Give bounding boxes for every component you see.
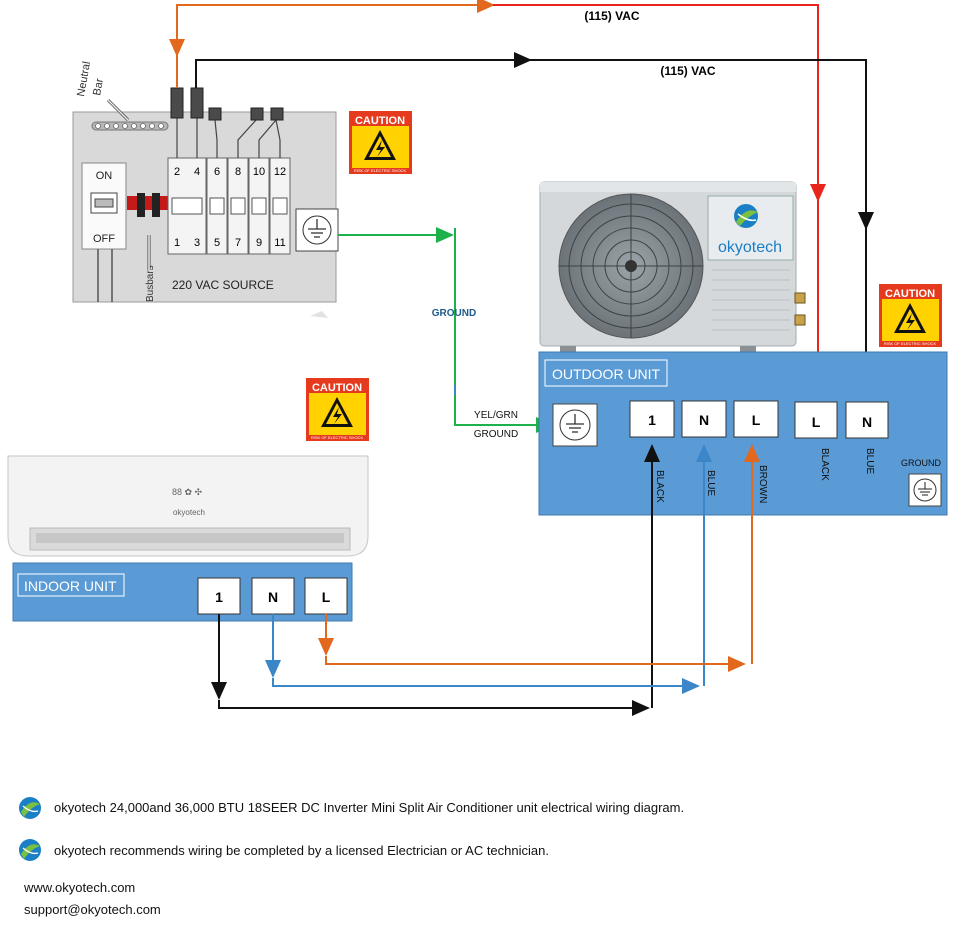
breakers: 2 4 6 8 10 12 1 3 5 7 9 11 <box>167 157 291 255</box>
svg-text:N: N <box>699 412 709 428</box>
busbars-label: Busbars <box>145 265 156 302</box>
ground-label-2: GROUND <box>474 429 518 440</box>
outdoor-terminal-n: N <box>681 400 727 438</box>
indoor-terminal-n: N <box>251 577 295 615</box>
outdoor-brand: okyotech <box>718 239 782 256</box>
indoor-unit-image: 88 ✿ ✣ okyotech <box>7 455 369 557</box>
caution-title-outdoor: CAUTION <box>885 288 935 300</box>
electrical-panel: Neutral Bar ON OFF Busbars <box>72 61 339 318</box>
breaker-bottom-3: 3 <box>194 237 200 249</box>
wire-l1-orange <box>176 0 495 88</box>
interconnect-wires <box>211 444 760 716</box>
caution-title: CAUTION <box>355 115 405 127</box>
indoor-brand: okyotech <box>173 508 205 517</box>
outdoor-terminal-1: 1 <box>629 400 675 438</box>
on-label: ON <box>96 170 113 182</box>
breaker-top-4: 4 <box>194 166 200 178</box>
outdoor-terminal-l: L <box>733 400 779 438</box>
breaker-bottom-7: 7 <box>235 237 241 249</box>
breaker-bottom-1: 1 <box>174 237 180 249</box>
outdoor-ground-label: GROUND <box>901 458 941 468</box>
ground-wire: GROUND YEL/GRN GROUND <box>338 227 554 440</box>
outdoor-unit-image: okyotech <box>539 181 806 352</box>
caution-subtitle: RISK OF ELECTRIC SHOCK <box>354 168 407 173</box>
caution-sign-indoor: CAUTION RISK OF ELECTRIC SHOCK <box>306 378 369 441</box>
breaker-top-2: 2 <box>174 166 180 178</box>
svg-text:N: N <box>268 589 278 605</box>
breaker-bottom-5: 5 <box>214 237 220 249</box>
svg-text:L: L <box>322 589 331 605</box>
wire-l1-red <box>493 4 826 202</box>
yel-grn-label: YEL/GRN <box>474 410 518 421</box>
website-link[interactable]: www.okyotech.com <box>24 880 136 895</box>
outdoor-supply-terminal-n: N <box>845 401 889 439</box>
svg-text:L: L <box>812 414 821 430</box>
caution-sign-outdoor: CAUTION RISK OF ELECTRIC SHOCK <box>879 284 942 347</box>
ground-label: GROUND <box>432 308 476 319</box>
indoor-display: 88 ✿ ✣ <box>172 487 203 497</box>
indoor-unit-panel: INDOOR UNIT 1 N L <box>12 562 353 622</box>
outdoor-unit-panel: OUTDOOR UNIT 1 N L L N GROUND BLACK BLUE… <box>538 351 948 516</box>
voltage-label-red: (115) VAC <box>584 9 639 23</box>
source-label: 220 VAC SOURCE <box>172 278 274 292</box>
wire-label-black: BLACK <box>654 470 665 503</box>
caution-subtitle-outdoor: RISK OF ELECTRIC SHOCK <box>884 341 937 346</box>
indoor-title: INDOOR UNIT <box>24 578 117 594</box>
okyotech-logo-icon <box>19 839 41 861</box>
wire-l2-black <box>195 52 532 88</box>
wire-label-supply-black: BLACK <box>819 448 830 481</box>
svg-text:N: N <box>862 414 872 430</box>
breaker-top-6: 6 <box>214 166 220 178</box>
svg-text:L: L <box>752 412 761 428</box>
breaker-top-10: 10 <box>253 166 265 178</box>
indoor-terminal-1: 1 <box>197 577 241 615</box>
voltage-label-black: (115) VAC <box>660 64 715 78</box>
svg-text:1: 1 <box>215 589 223 605</box>
outdoor-supply-terminal-l: L <box>794 401 838 439</box>
wire-label-blue: BLUE <box>705 470 716 496</box>
bar-label: Bar <box>91 77 106 96</box>
neutral-label: Neutral <box>75 61 93 98</box>
caution-subtitle-indoor: RISK OF ELECTRIC SHOCK <box>311 435 364 440</box>
breaker-bottom-9: 9 <box>256 237 262 249</box>
breaker-top-8: 8 <box>235 166 241 178</box>
neutral-bar <box>91 121 169 131</box>
svg-text:1: 1 <box>648 412 656 428</box>
outdoor-title: OUTDOOR UNIT <box>552 366 661 382</box>
breaker-top-12: 12 <box>274 166 286 178</box>
support-email-link[interactable]: support@okyotech.com <box>24 902 161 917</box>
footer-recommendation: okyotech recommends wiring be completed … <box>54 843 549 858</box>
breaker-bottom-11: 11 <box>274 237 285 249</box>
indoor-terminal-l: L <box>304 577 348 615</box>
caution-title-indoor: CAUTION <box>312 382 362 394</box>
footer-description: okyotech 24,000and 36,000 BTU 18SEER DC … <box>54 800 685 815</box>
okyotech-logo-icon <box>19 797 41 819</box>
okyotech-logo-icon <box>734 204 758 228</box>
off-label: OFF <box>93 233 115 245</box>
wire-label-brown: BROWN <box>757 465 768 503</box>
wire-label-supply-blue: BLUE <box>864 448 875 474</box>
caution-sign-panel: CAUTION RISK OF ELECTRIC SHOCK <box>349 111 412 174</box>
